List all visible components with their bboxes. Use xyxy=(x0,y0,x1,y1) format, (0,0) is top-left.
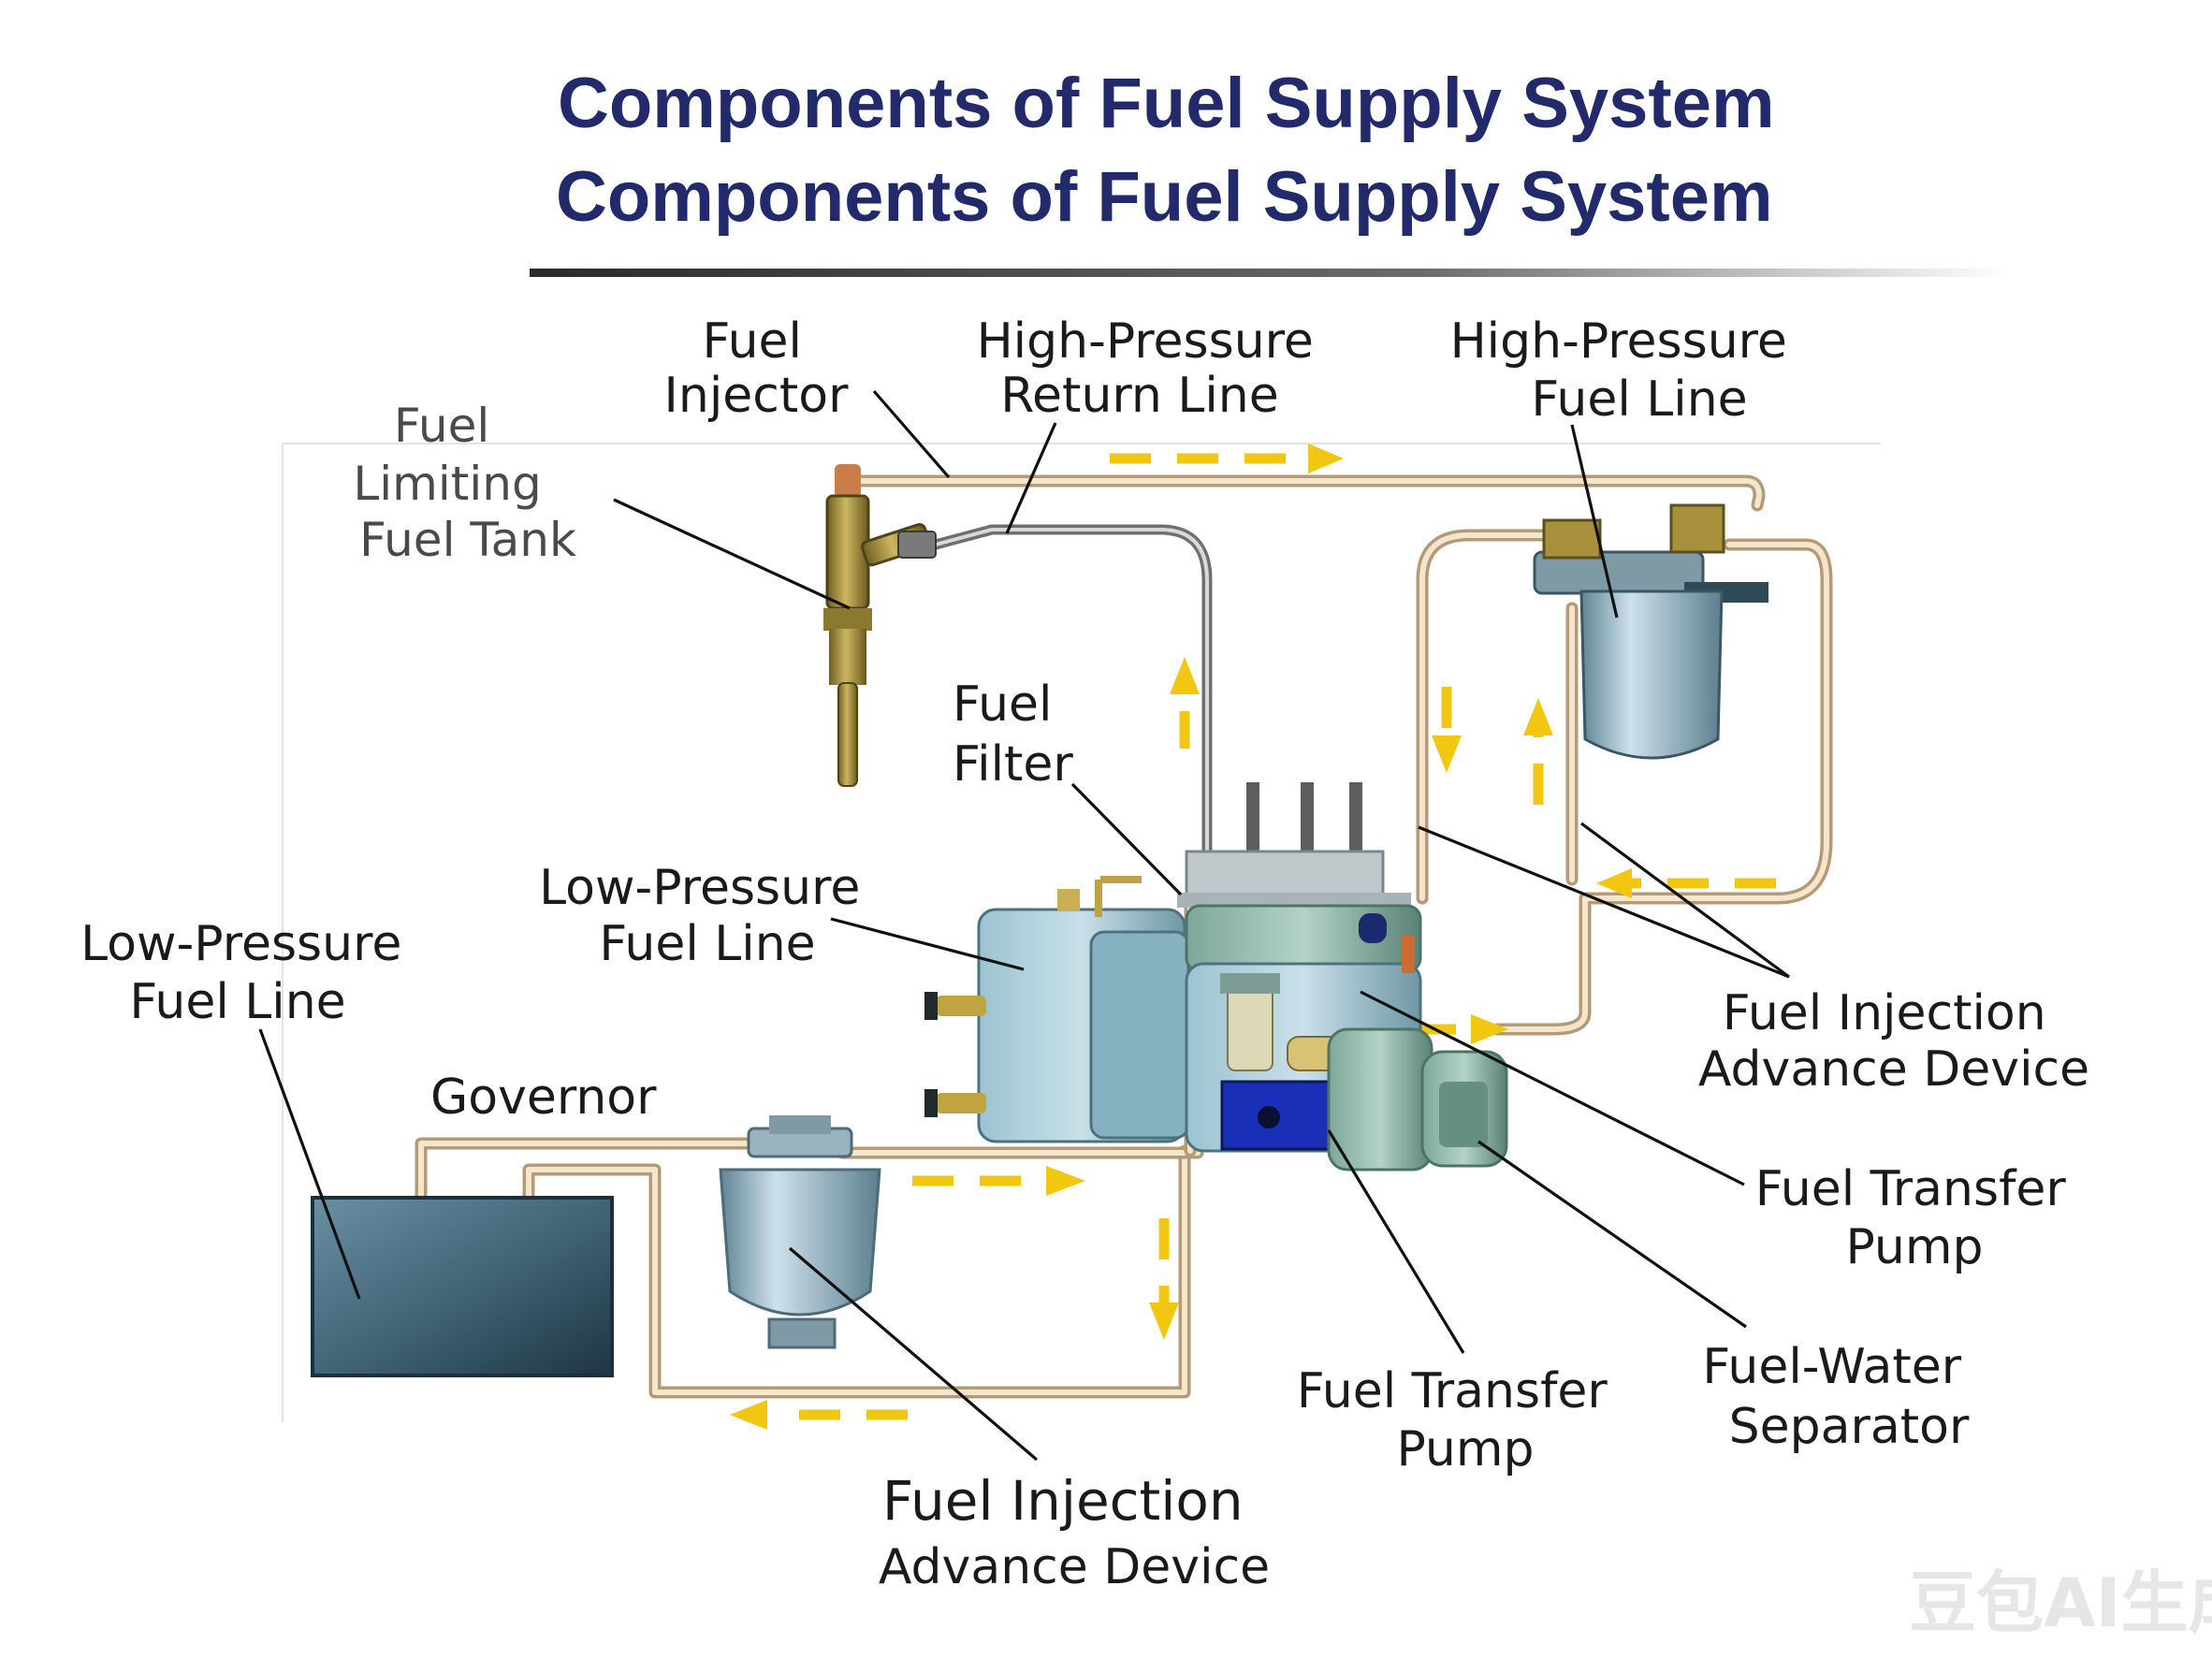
leader-fuel-water-separator xyxy=(1477,1140,1747,1329)
leader-advance-device-right-a xyxy=(1418,825,1790,979)
leader-transfer-pump-bottom xyxy=(1327,1129,1465,1354)
primary-fuel-filter xyxy=(719,1115,881,1349)
label-lp-fuel-line-left: Low-Pressure Fuel Line xyxy=(80,916,417,1030)
label-transfer-pump-right: Fuel Transfer Pump xyxy=(1755,1161,2082,1275)
title-line-1: Components of Fuel Supply System xyxy=(558,64,1775,143)
flow-arrows xyxy=(730,444,1776,1430)
injection-pump-assembly xyxy=(924,782,1508,1171)
leader-advance-device-bottom xyxy=(788,1246,1039,1462)
label-advance-device-bottom: Fuel Injection Advance Device xyxy=(879,1469,1270,1595)
leader-transfer-pump-right xyxy=(1360,990,1745,1186)
leader-fuel-filter xyxy=(1070,782,1183,896)
label-lp-fuel-line-center: Low-Pressure Fuel Line xyxy=(539,860,876,972)
leader-fuel-injector xyxy=(872,389,951,479)
label-advance-device-right: Fuel Injection Advance Device xyxy=(1698,985,2089,1098)
leader-lp-fuel-line-center xyxy=(830,917,1025,971)
ai-watermark: 豆包AI生成 xyxy=(1909,1564,2212,1642)
leader-lp-fuel-line-left xyxy=(258,1028,361,1300)
label-fuel-injector: Fuel Injector xyxy=(664,313,850,424)
title-divider xyxy=(530,269,2008,277)
fuel-tank xyxy=(311,1196,614,1377)
label-fuel-filter: Fuel Filter xyxy=(953,677,1073,793)
label-hp-return-line: High-Pressure Return Line xyxy=(977,313,1330,424)
leader-advance-device-right-b xyxy=(1580,822,1790,979)
component-labels: Fuel Injector High-Pressure Return Line … xyxy=(80,313,2089,1595)
background-frame xyxy=(282,443,1881,1422)
leader-lines xyxy=(258,389,1790,1462)
title-line-2: Components of Fuel Supply System xyxy=(556,157,1773,237)
leader-hp-return-line xyxy=(1005,422,1057,534)
label-fuel-limiting-tank: Fuel Limiting Fuel Tank xyxy=(353,399,576,567)
leader-hp-fuel-line xyxy=(1570,424,1619,618)
high-pressure-return-pipe xyxy=(930,524,1213,885)
leader-fuel-limiting-tank xyxy=(613,498,851,610)
label-governor: Governor xyxy=(430,1070,657,1126)
low-pressure-piping xyxy=(415,474,1833,1399)
label-fuel-water-separator: Fuel-Water Separator xyxy=(1702,1339,1976,1455)
fuel-injector xyxy=(823,464,937,787)
secondary-fuel-filter xyxy=(1533,503,1768,760)
label-hp-fuel-line: High-Pressure Fuel Line xyxy=(1450,313,1803,428)
label-transfer-pump-bottom: Fuel Transfer Pump xyxy=(1297,1363,1623,1477)
